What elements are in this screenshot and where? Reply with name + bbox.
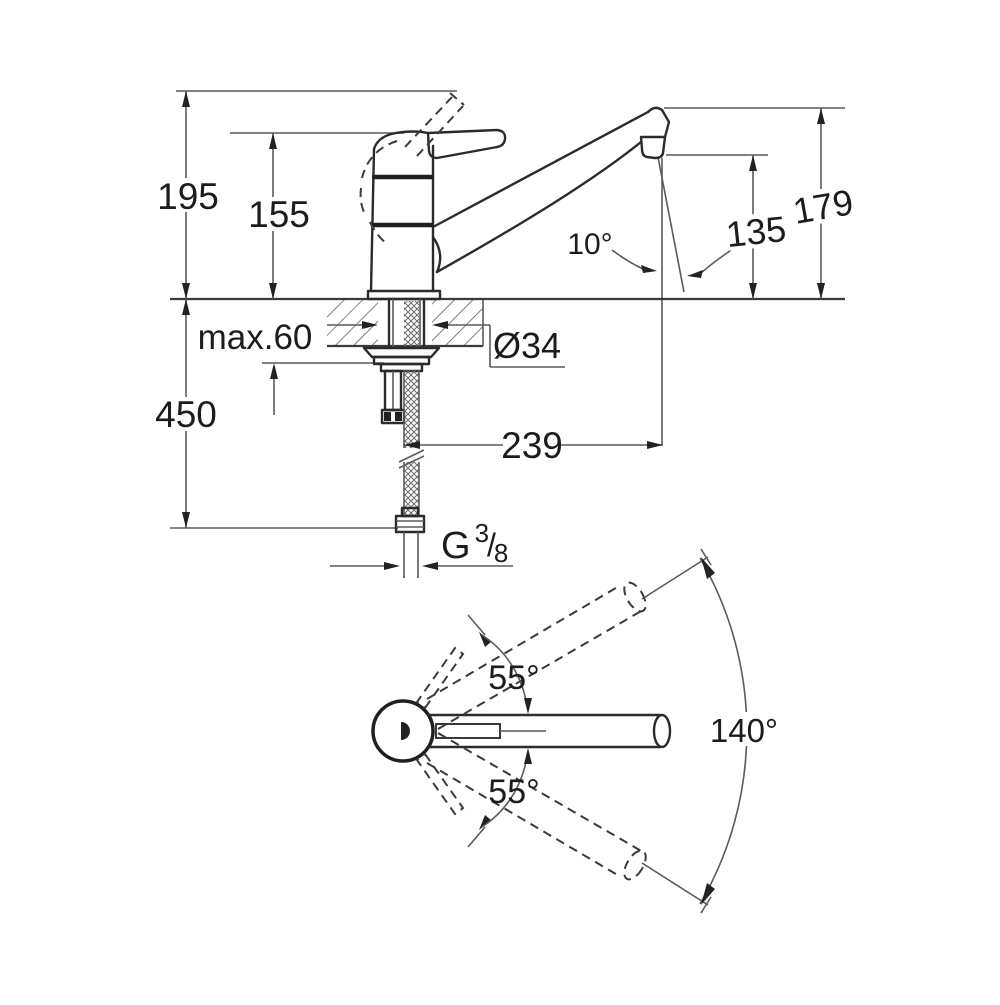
label-135-group: 135 — [724, 208, 788, 255]
label-155: 155 — [248, 194, 310, 235]
lever-plan-dashed-lower — [415, 752, 465, 816]
dimension-55-lower — [467, 748, 532, 848]
faucet-base-circle — [371, 699, 435, 763]
base-flange — [366, 289, 442, 301]
extension-lines — [170, 90, 845, 529]
counter-section — [170, 297, 845, 348]
label-d34: Ø34 — [493, 325, 561, 366]
label-55-lower: 55° — [488, 773, 539, 811]
handle-raised-dashed — [359, 92, 465, 245]
dimension-55-upper — [467, 614, 532, 714]
escutcheon-plate — [362, 346, 441, 359]
spout-angle-line — [657, 156, 685, 293]
label-max60: max.60 — [198, 318, 313, 357]
flex-hose-lower — [404, 462, 419, 516]
spout-plan-dashed-upper — [415, 581, 647, 730]
counter-hatch-left — [327, 300, 378, 345]
under-counter-assembly — [362, 297, 441, 578]
plan-view: 55° 55° 140° — [371, 548, 781, 914]
spout-plan-solid — [426, 713, 672, 749]
hose-in-shank — [404, 301, 419, 346]
counter-hatch-right — [432, 300, 483, 345]
label-10deg: 10° — [567, 228, 612, 261]
lever-handle — [426, 128, 507, 160]
lever-plan-dashed-upper — [415, 646, 465, 710]
spout-underside — [435, 140, 643, 274]
lever-plan — [435, 723, 501, 739]
spout-plan-dashed-lower — [415, 732, 647, 881]
label-450: 450 — [155, 394, 217, 435]
flex-hose-upper — [404, 370, 419, 448]
label-135: 135 — [724, 208, 788, 255]
label-140: 140° — [710, 712, 778, 749]
label-195: 195 — [157, 176, 219, 217]
handle-indicator-mark — [401, 722, 410, 740]
label-239: 239 — [501, 425, 563, 466]
hose-break-line — [398, 449, 425, 463]
label-55-upper: 55° — [488, 659, 539, 697]
faucet-body — [366, 106, 671, 301]
dimension-thread-g38 — [330, 562, 513, 570]
label-179-group: 179 — [790, 181, 856, 232]
dimension-10deg-leaders — [611, 248, 734, 278]
spout-top-edge — [431, 110, 650, 229]
spout-end-cap — [652, 713, 672, 749]
side-view: 195 155 max.60 450 Ø34 239 10° 179 135 G… — [155, 90, 856, 578]
aerator — [639, 135, 667, 160]
label-179: 179 — [790, 181, 856, 232]
dimension-max60 — [270, 363, 278, 415]
spout-tip — [646, 106, 671, 139]
hose-nut — [394, 514, 426, 534]
dimension-hole-d34 — [327, 321, 565, 368]
